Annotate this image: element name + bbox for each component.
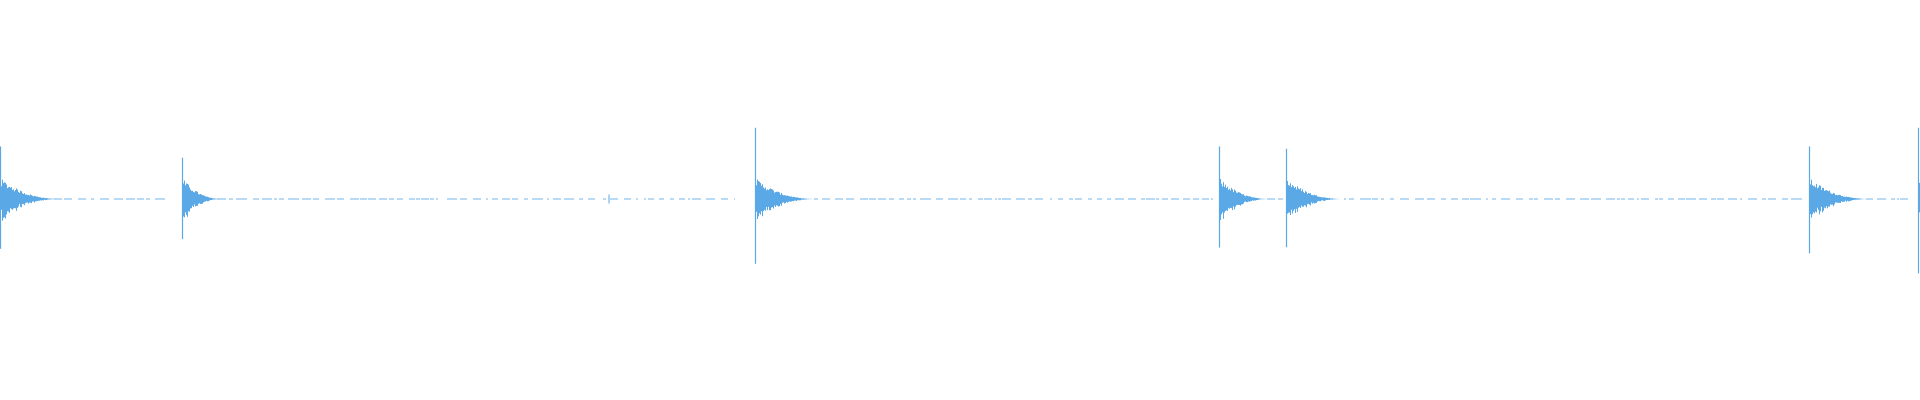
- waveform-transient: [754, 127, 813, 264]
- waveform-transient: [0, 146, 58, 249]
- waveform-transient: [1808, 146, 1867, 254]
- waveform-transient: [181, 157, 220, 240]
- waveform-transient: [1917, 127, 1920, 274]
- waveform-transient: [1285, 148, 1340, 248]
- waveform-transient: [1218, 146, 1267, 248]
